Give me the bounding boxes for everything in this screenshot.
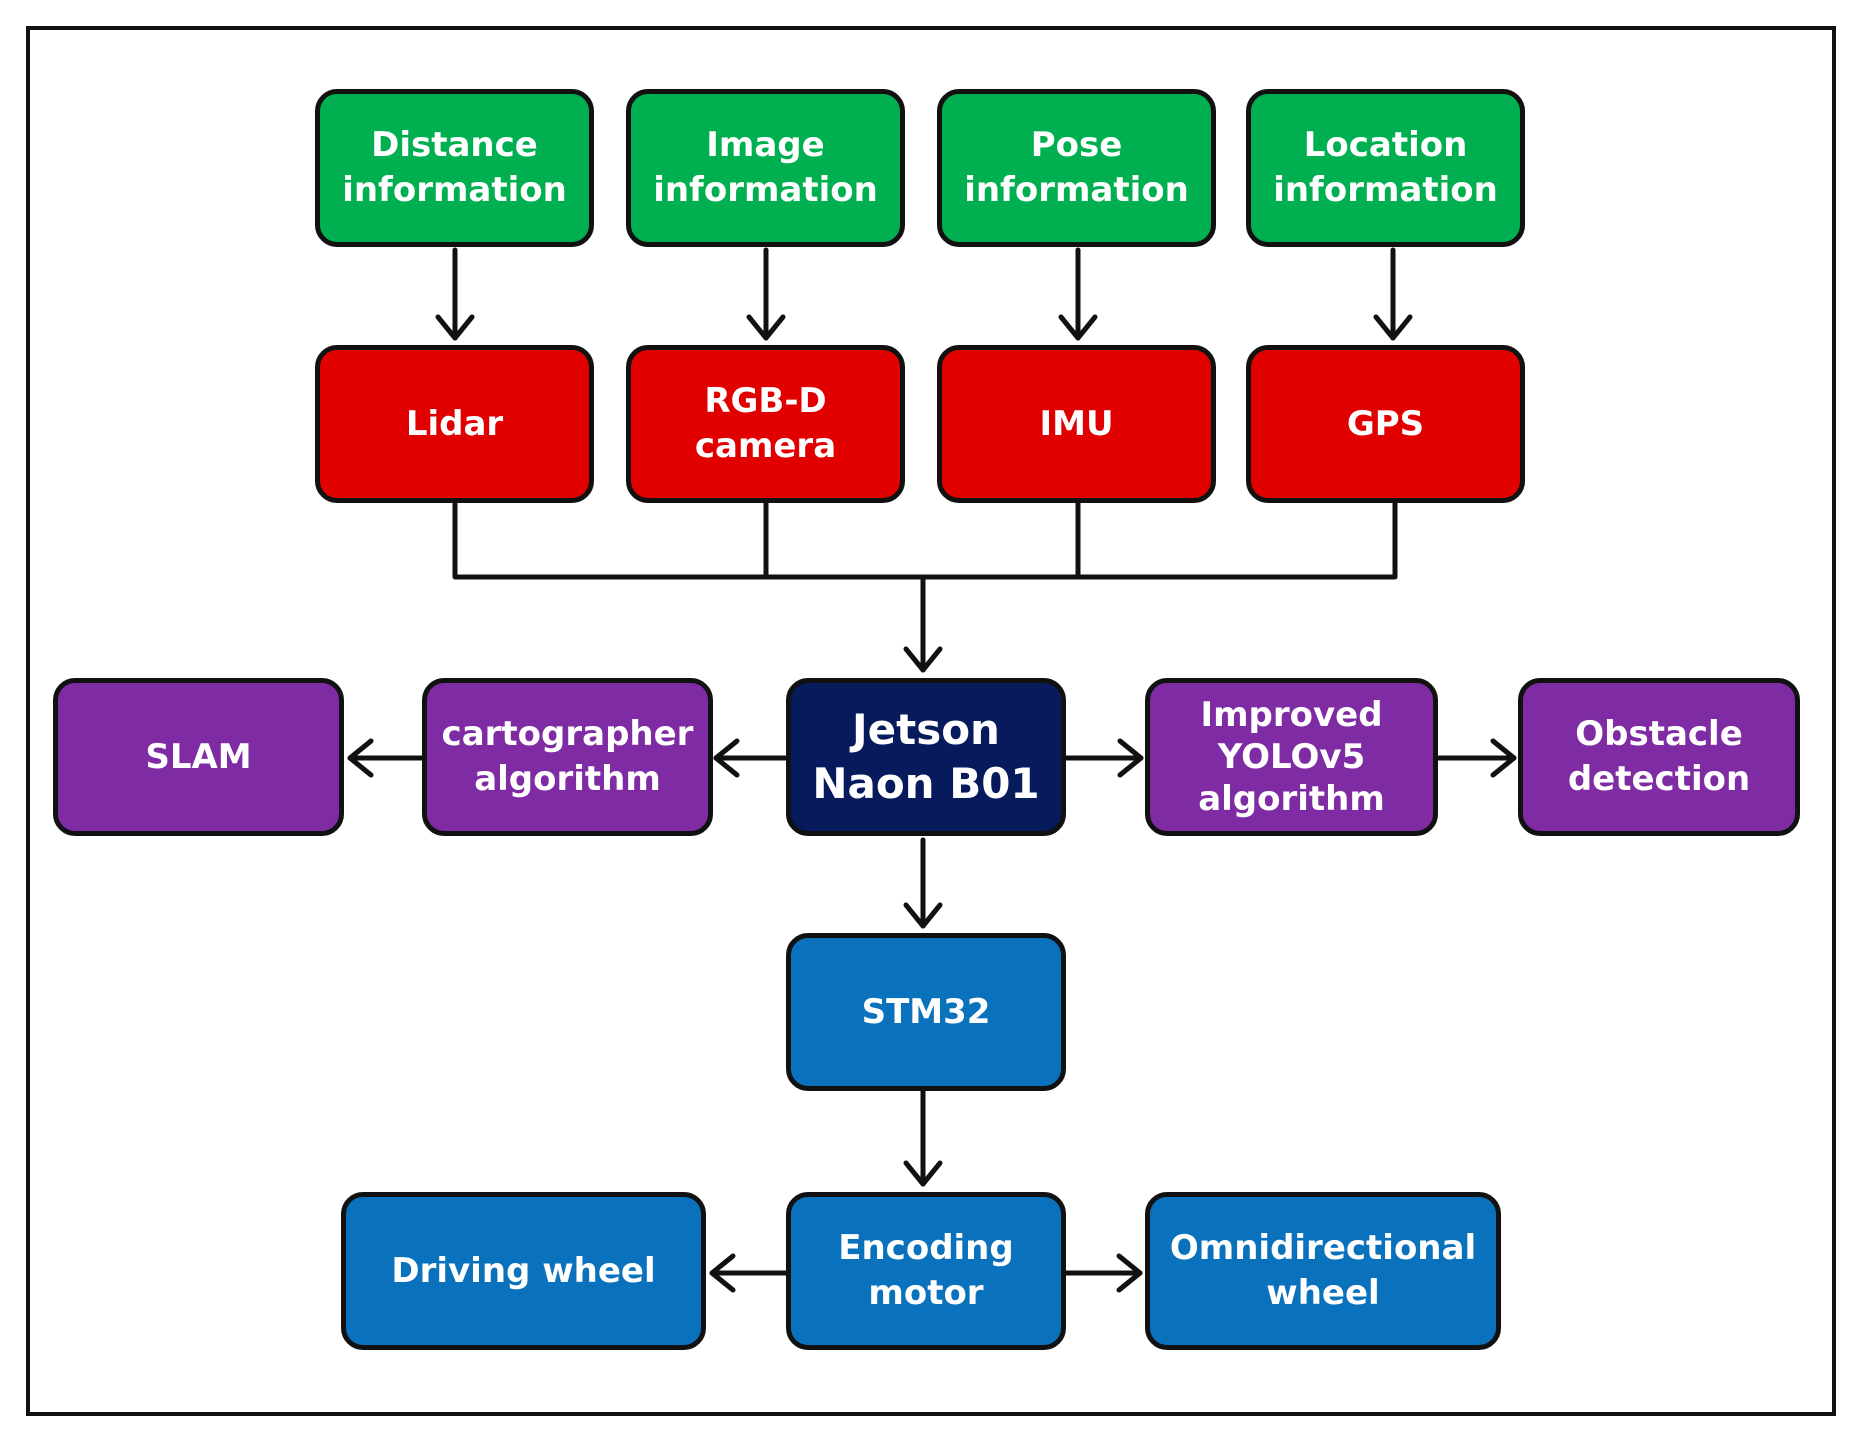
slam-box: SLAM xyxy=(53,678,344,836)
arrow-jetson-to-stm32 xyxy=(903,837,943,929)
arrow-motor-to-driving-wheel xyxy=(709,1253,791,1293)
diagram-frame xyxy=(26,26,1836,1416)
arrow-jetson-to-cartographer xyxy=(713,738,791,778)
arrow-stm32-to-encoding-motor xyxy=(903,1087,943,1187)
arrow-cartographer-to-slam xyxy=(347,738,427,778)
arrow-motor-to-omni-wheel xyxy=(1063,1253,1143,1293)
arrow-jetson-to-yolov5 xyxy=(1063,738,1144,778)
arrow-bus-to-jetson xyxy=(903,574,943,673)
lidar-box: Lidar xyxy=(315,345,594,503)
arrow-distance-to-lidar xyxy=(435,247,475,341)
arrow-location-to-gps xyxy=(1373,247,1413,341)
stm32-box: STM32 xyxy=(786,933,1066,1091)
arrow-yolov5-to-obstacle xyxy=(1435,738,1517,778)
arrow-image-to-rgbd xyxy=(746,247,786,341)
sensor-bus xyxy=(452,500,1398,580)
driving-wheel-box: Driving wheel xyxy=(341,1192,706,1350)
gps-box: GPS xyxy=(1246,345,1525,503)
arrow-pose-to-imu xyxy=(1058,247,1098,341)
imu-box: IMU xyxy=(937,345,1216,503)
